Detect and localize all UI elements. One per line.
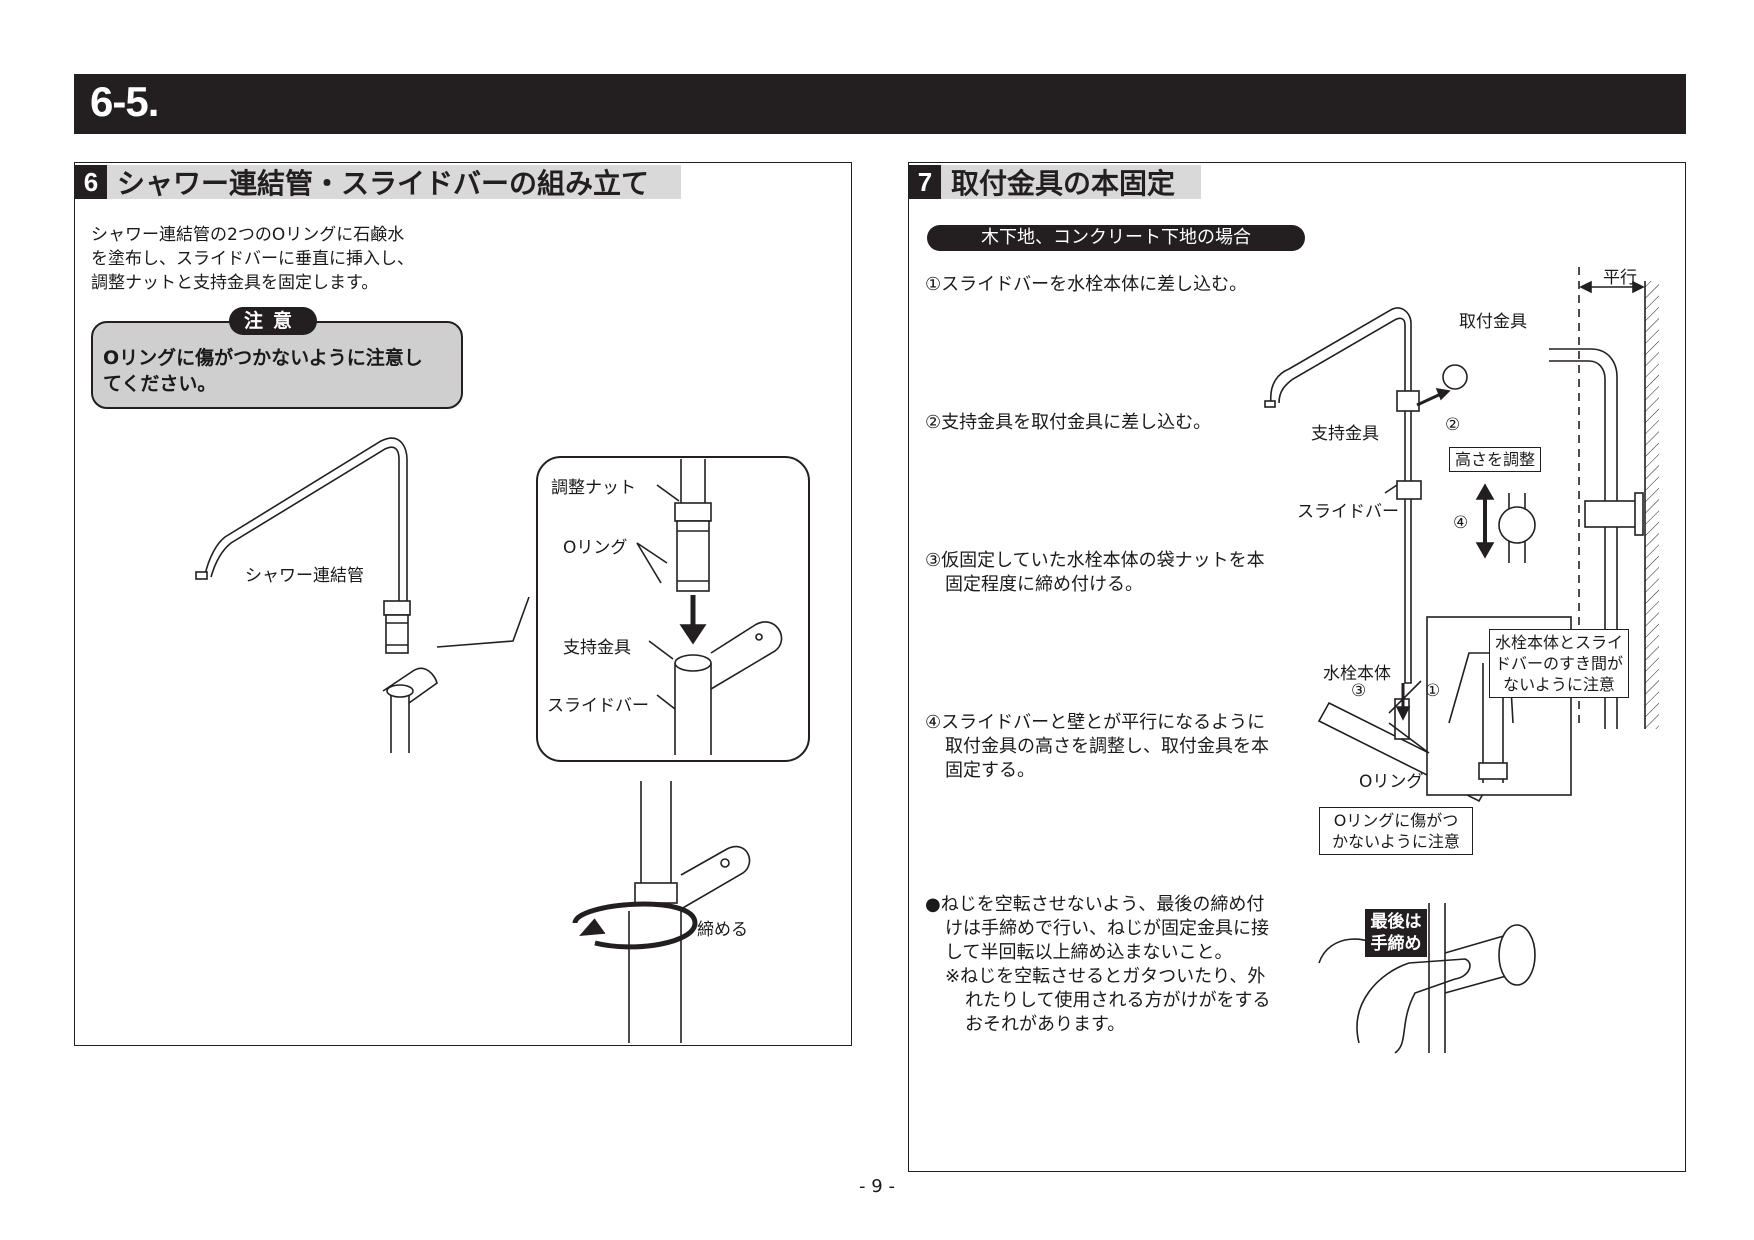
label-adjust-nut: 調整ナット [551, 478, 636, 498]
hand-tighten-line: 最後は [1370, 912, 1422, 932]
caution-box: Oリングに傷がつかないように注意し てください。 [91, 321, 463, 409]
label-slide-bar-7: スライドバー [1297, 502, 1399, 522]
gap-note: 水栓本体とスライ ドバーのすき間が ないように注意 [1489, 629, 1629, 698]
screw-note: ●ねじを空転させないよう、最後の締め付 けは手締めで行い、ねじが固定金具に接 し… [925, 893, 1270, 1037]
note-line: けは手締めで行い、ねじが固定金具に接 [945, 918, 1269, 939]
o-ring-note-line: Oリングに傷がつ [1333, 811, 1459, 830]
gap-note-line: ドバーのすき間が [1494, 654, 1623, 673]
step-line: ③仮固定していた水栓本体の袋ナットを本 [925, 550, 1265, 571]
instruction-line: 調整ナットと支持金具を固定します。 [91, 273, 379, 293]
section-6-title: シャワー連結管・スライドバーの組み立て [117, 167, 650, 200]
section-6-title-bar: 6 シャワー連結管・スライドバーの組み立て [75, 165, 681, 200]
label-step-4-marker: ④ [1453, 513, 1469, 533]
o-ring-note-line: かないように注意 [1332, 832, 1460, 851]
step-line: ④スライドバーと壁とが平行になるように [925, 712, 1266, 733]
instruction-line: シャワー連結管の2つのOリングに石鹸水 [91, 225, 405, 245]
adjust-height-note: 高さを調整 [1449, 447, 1542, 472]
note-line: れたりして使用される方がけがをする [965, 990, 1271, 1011]
hand-tighten-line: 手締め [1370, 934, 1422, 954]
step-line: 取付金具の高さを調整し、取付金具を本 [945, 736, 1269, 757]
hand-tighten-label: 最後は 手締め [1365, 909, 1427, 957]
step-line: 固定する。 [945, 760, 1035, 781]
caution-line: てください。 [103, 373, 217, 395]
label-o-ring-7: Oリング [1359, 772, 1424, 792]
gap-note-line: ないように注意 [1503, 675, 1615, 694]
label-shower-pipe: シャワー連結管 [245, 566, 364, 586]
note-line: して半回転以上締め込まないこと。 [945, 942, 1233, 963]
section-7-title: 取付金具の本固定 [951, 167, 1176, 200]
step-line: 固定程度に締め付ける。 [945, 574, 1143, 595]
label-support-bracket: 支持金具 [563, 638, 631, 658]
label-slide-bar: スライドバー [547, 696, 649, 716]
step-line: ①スライドバーを水栓本体に差し込む。 [925, 274, 1248, 295]
note-line: ●ねじを空転させないよう、最後の締め付 [925, 894, 1265, 915]
section-6-number: 6 [75, 165, 107, 199]
page-number: - 9 - [859, 1176, 895, 1197]
section-6-panel: 6 シャワー連結管・スライドバーの組み立て シャワー連結管の2つのOリングに石鹸… [74, 162, 852, 1046]
section-6-illustration [195, 437, 810, 1043]
header-bar: 6-5. [74, 74, 1686, 134]
caution-line: Oリングに傷がつかないように注意し [103, 347, 423, 369]
label-support-bracket-7: 支持金具 [1311, 424, 1379, 444]
step-3: ③仮固定していた水栓本体の袋ナットを本 固定程度に締め付ける。 [925, 549, 1265, 597]
label-step-3-marker: ③ [1351, 681, 1367, 701]
o-ring-note: Oリングに傷がつ かないように注意 [1319, 807, 1473, 855]
step-line: ②支持金具を取付金具に差し込む。 [925, 412, 1212, 433]
step-1: ①スライドバーを水栓本体に差し込む。 [925, 273, 1247, 297]
section-number: 6-5. [90, 78, 159, 125]
section-7-subtitle: 木下地、コンクリート下地の場合 [927, 225, 1305, 251]
section-7-title-bar: 7 取付金具の本固定 [909, 165, 1201, 200]
step-4: ④スライドバーと壁とが平行になるように 取付金具の高さを調整し、取付金具を本 固… [925, 711, 1269, 783]
label-parallel: 平行 [1603, 268, 1637, 288]
gap-note-line: 水栓本体とスライ [1494, 633, 1623, 652]
note-line: おそれがあります。 [965, 1014, 1126, 1035]
section-6-instructions: シャワー連結管の2つのOリングに石鹸水 を塗布し、スライドバーに垂直に挿入し、 … [91, 223, 491, 295]
caution-text: Oリングに傷がつかないように注意し てください。 [103, 345, 463, 397]
label-mount-bracket: 取付金具 [1459, 312, 1527, 332]
instruction-line: を塗布し、スライドバーに垂直に挿入し、 [91, 249, 414, 269]
label-step-1-marker: ① [1425, 681, 1441, 701]
note-line: ※ねじを空転させるとガタついたり、外 [945, 966, 1266, 987]
label-faucet-body: 水栓本体 [1323, 664, 1391, 684]
label-tighten: 締める [697, 920, 748, 940]
label-o-ring: Oリング [563, 538, 628, 558]
label-step-2-marker: ② [1445, 415, 1461, 435]
caution-label: 注意 [229, 307, 317, 335]
section-7-panel: 7 取付金具の本固定 木下地、コンクリート下地の場合 ①スライドバーを水栓本体に… [908, 162, 1686, 1172]
section-7-number: 7 [909, 165, 941, 199]
step-2: ②支持金具を取付金具に差し込む。 [925, 411, 1211, 435]
